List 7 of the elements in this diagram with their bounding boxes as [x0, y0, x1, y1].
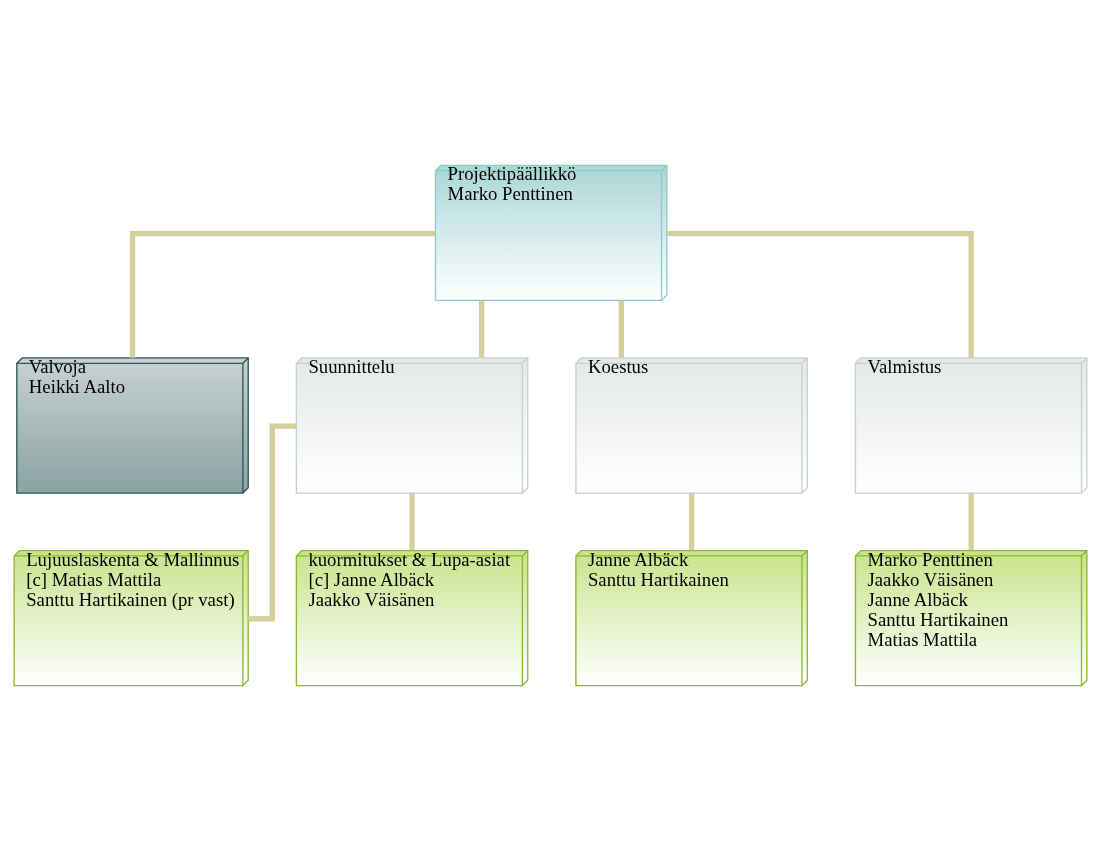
connector [129, 230, 436, 358]
connector [968, 492, 974, 550]
connector [688, 492, 695, 550]
connector [618, 300, 625, 358]
connector [478, 300, 485, 358]
connector [409, 492, 415, 550]
connector [667, 230, 974, 358]
